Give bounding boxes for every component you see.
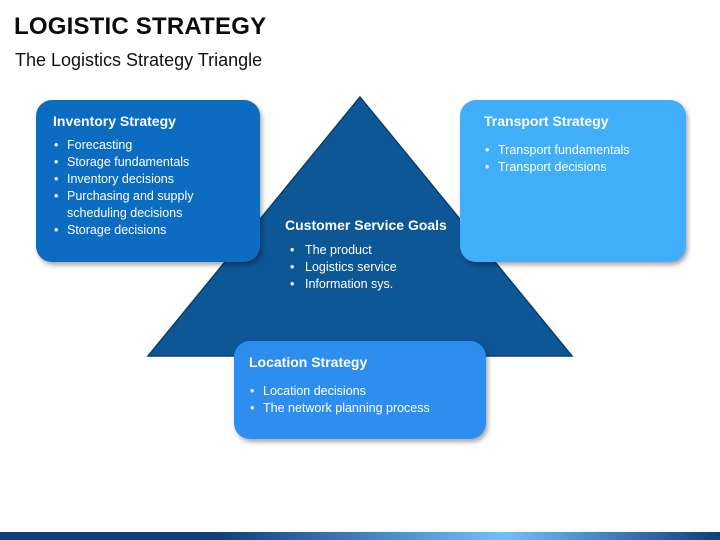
page-subtitle: The Logistics Strategy Triangle [15,50,263,70]
list-item: • Logistics service [289,259,460,276]
bullet-icon: • [54,189,59,203]
bullet-icon: • [54,172,59,186]
list-item-text: Storage fundamentals [67,155,190,169]
list-item-text: Storage decisions [67,223,167,237]
location-strategy-box: Location Strategy • Location decisions • Th… [234,341,486,439]
customer-service-goals: Customer Service Goals • The product • Logi… [285,216,460,293]
list-item: • Location decisions [249,383,474,400]
customer-service-goals-list: • The product • Logistics service • Informati… [289,242,460,293]
list-item: • Purchasing and supply scheduling decisi… [53,188,248,222]
transport-strategy-box: Transport Strategy • Transport fundamenta… [460,100,686,262]
bullet-icon: • [54,155,59,169]
list-item-text: Transport fundamentals [498,143,630,157]
transport-strategy-title: Transport Strategy [484,113,609,129]
list-item: • Storage decisions [53,222,248,239]
list-item-text: Transport decisions [498,160,607,174]
location-strategy-list: • Location decisions • The network planning… [249,383,474,417]
list-item: • Storage fundamentals [53,154,248,171]
bullet-icon: • [485,143,490,157]
inventory-strategy-box: Inventory Strategy • Forecasting • Storage … [36,100,260,262]
list-item-text: Inventory decisions [67,172,175,186]
list-item: • The network planning process [249,400,474,417]
list-item: • Forecasting [53,137,248,154]
list-item-text: Forecasting [67,138,133,152]
list-item: • The product [289,242,460,259]
transport-strategy-list: • Transport fundamentals • Transport decisi… [484,142,674,176]
bullet-icon: • [290,243,295,257]
list-item-text: Location decisions [263,384,366,398]
bullet-icon: • [250,384,255,398]
list-item: • Transport fundamentals [484,142,674,159]
bullet-icon: • [54,223,59,237]
inventory-strategy-list: • Forecasting • Storage fundamentals • Invent… [53,137,248,239]
bullet-icon: • [250,401,255,415]
list-item-text: The product [305,243,372,257]
customer-service-goals-title: Customer Service Goals [285,217,447,233]
bullet-icon: • [290,260,295,274]
list-item: • Information sys. [289,276,460,293]
bullet-icon: • [290,277,295,291]
list-item-text: Information sys. [305,277,394,291]
bullet-icon: • [54,138,59,152]
list-item-text: Purchasing and supply scheduling decisio… [67,189,194,220]
page-title: LOGISTIC STRATEGY [14,13,267,40]
location-strategy-title: Location Strategy [249,354,368,370]
footer-gradient-bar [0,532,720,540]
list-item: • Inventory decisions [53,171,248,188]
list-item: • Transport decisions [484,159,674,176]
inventory-strategy-title: Inventory Strategy [53,113,176,129]
bullet-icon: • [485,160,490,174]
list-item-text: Logistics service [305,260,397,274]
list-item-text: The network planning process [263,401,430,415]
